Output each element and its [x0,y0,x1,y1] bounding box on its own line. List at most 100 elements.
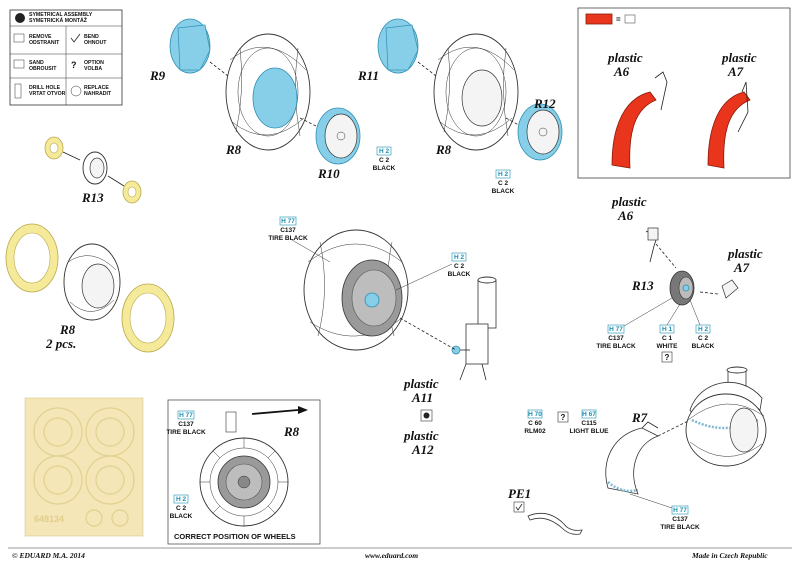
option-mark-r7: ? [561,413,566,422]
svg-text:H 67: H 67 [582,411,596,418]
plastic-a11-label: plastic [403,376,439,391]
symmetrical-mark-icon [423,412,430,419]
svg-text:H 2: H 2 [176,496,187,503]
bend-mark-icon [515,503,523,511]
svg-text:RLM02: RLM02 [524,428,546,435]
paint-code-light-blue: H 67 C115 LIGHT BLUE [570,409,610,435]
fender-a6-red [611,91,657,169]
footer-copyright: © EDUARD M.A. 2014 [12,551,85,560]
wheel-group-r9: R9 R8 R10 H 2 C 2 BLACK [149,18,396,181]
svg-text:C 2: C 2 [698,335,709,342]
svg-text:C 2: C 2 [454,263,465,270]
svg-text:TIRE BLACK: TIRE BLACK [596,343,636,350]
svg-text:BLACK: BLACK [373,165,396,172]
legend-sand-2: OBROUSIT [29,66,57,72]
svg-text:C137: C137 [280,227,296,234]
label-r8-top: R8 [225,142,242,157]
symmetrical-icon [15,13,25,23]
svg-text:C 2: C 2 [379,157,390,164]
direction-arrow-icon [298,406,308,414]
label-r7: R7 [631,410,648,425]
svg-text:C 2: C 2 [498,180,509,187]
label-r8-correct: R8 [283,424,300,439]
paint-code-r10: H 2 C 2 BLACK [373,146,396,172]
mask-hub-r8 [252,67,298,129]
svg-text:H 70: H 70 [528,411,542,418]
svg-text:TIRE BLACK: TIRE BLACK [660,524,700,531]
symbol-legend: SYMETRICAL ASSEMBLY SYMETRICKÁ MONTÁŽ RE… [9,9,123,106]
svg-text:BLACK: BLACK [492,188,515,195]
svg-text:LIGHT BLUE: LIGHT BLUE [570,428,610,435]
paint-code-correct-tire: H 77 C137 TIRE BLACK [166,410,206,436]
svg-text:BLACK: BLACK [170,513,193,520]
label-r12: R12 [533,96,556,111]
legend-symmetrical-1: SYMETRICAL ASSEMBLY [29,12,93,18]
svg-text:H 77: H 77 [673,507,687,514]
svg-text:C115: C115 [581,420,597,427]
legend-drill-1: DRILL HOLE [29,85,61,91]
paint-code-right-black: H 2 C 2 BLACK [689,299,715,350]
main-wheel-assembly: H 77 C137 TIRE BLACK H 2 C 2 BLACK plast… [268,216,497,457]
legend-bend-2: OHNOUT [84,40,107,46]
svg-text:H 77: H 77 [281,218,295,225]
label-r13-left: R13 [81,190,104,205]
svg-text:H 77: H 77 [609,326,623,333]
legend-remove-2: ODSTRANIT [29,40,60,46]
svg-text:C 60: C 60 [528,420,542,427]
svg-text:TIRE BLACK: TIRE BLACK [268,235,308,242]
label-r13-right: R13 [631,278,654,293]
svg-text:H 77: H 77 [179,412,193,419]
legend-symmetrical-2: SYMETRICKÁ MONTÁŽ [29,16,88,24]
remove-icon [13,33,25,43]
svg-text:WHITE: WHITE [657,343,679,350]
plastic-a7-right-label: plastic [727,246,763,261]
legend-drill-2: VRTAT OTVOR [29,91,66,97]
legend-sand-1: SAND [29,60,44,66]
paint-code-rlm02: H 70 C 60 RLM02 [524,409,546,435]
svg-text:H 2: H 2 [379,148,390,155]
label-r8-top-2: R8 [435,142,452,157]
correct-position-box: R8 H 77 C137 TIRE BLACK H 2 C 2 BLACK CO… [166,399,321,545]
svg-text:TIRE BLACK: TIRE BLACK [166,429,206,436]
r7-assembly: H 70 C 60 RLM02 ? H 67 C115 LIGHT BLUE R… [508,366,767,535]
legend-bend-1: BEND [84,34,99,40]
label-pe1: PE1 [508,486,531,501]
label-r10: R10 [317,166,340,181]
paint-code-correct-hub: H 2 C 2 BLACK [170,494,193,520]
wheel-r8-pcs: R8 2 pcs. [5,223,175,353]
svg-text:C 2: C 2 [176,505,187,512]
svg-text:C137: C137 [178,421,194,428]
replace-box: = plastic A6 plastic A7 [577,7,791,179]
label-r9: R9 [149,68,166,83]
photoetch-pe1 [527,512,583,535]
svg-text:C137: C137 [672,516,688,523]
plastic-a7-top-part: A7 [727,64,744,79]
wheel-r13-left: R13 [44,136,142,205]
label-r8-pcs: R8 [59,322,76,337]
paint-code-hub-center: H 2 C 2 BLACK [395,252,471,291]
option-mark-right: ? [665,353,670,362]
svg-text:H 2: H 2 [454,254,465,261]
mask-sheet: 648134 [24,397,144,537]
legend-replace-1: REPLACE [84,85,109,91]
svg-text:H 2: H 2 [498,171,509,178]
footer-made-in: Made in Czech Republic [691,551,768,560]
label-pcs: 2 pcs. [45,336,76,351]
plastic-a7-top-label: plastic [721,50,757,65]
svg-text:BLACK: BLACK [448,271,471,278]
plastic-a6-right-label: plastic [611,194,647,209]
svg-text:BLACK: BLACK [692,343,715,350]
plastic-a6-top-label: plastic [607,50,643,65]
paint-code-right-tire: H 77 C137 TIRE BLACK [596,297,673,350]
paint-code-r12: H 2 C 2 BLACK [492,169,515,195]
footer: © EDUARD M.A. 2014 www.eduard.com Made i… [8,547,792,560]
wheel-group-r11: R11 R8 R12 H 2 C 2 BLACK [357,18,563,195]
plastic-a7-right-part: A7 [733,260,750,275]
svg-text:C137: C137 [608,335,624,342]
sand-icon [13,59,25,69]
svg-text:H 1: H 1 [662,326,673,333]
legend-replace-2: NAHRADIT [84,91,112,97]
svg-text:H 2: H 2 [698,326,709,333]
replace-icon [70,85,82,97]
legend-option-1: OPTION [84,60,104,66]
